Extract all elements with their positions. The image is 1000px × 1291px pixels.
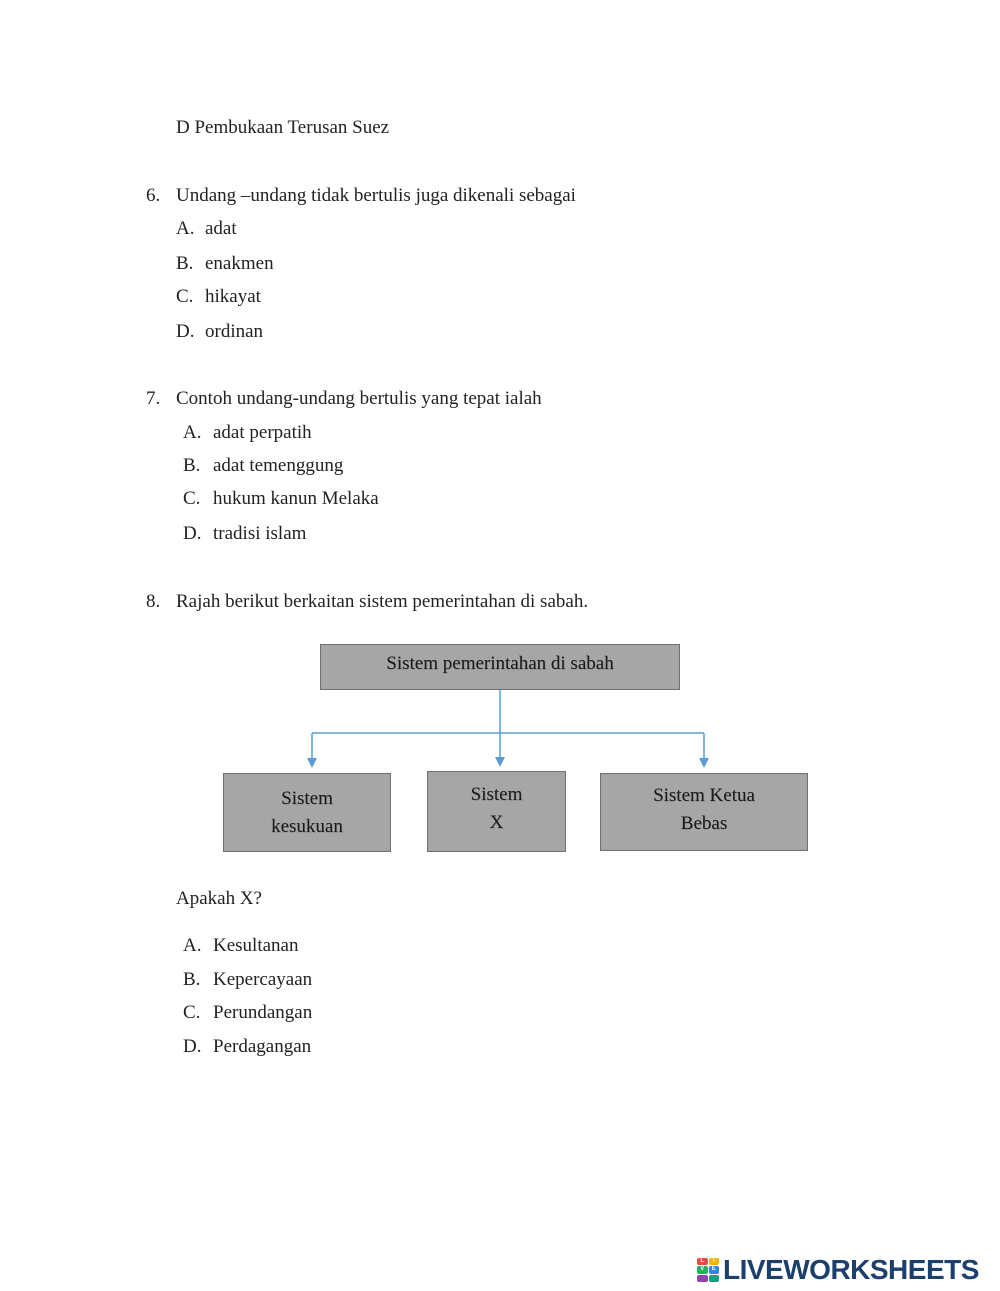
option-letter[interactable]: A. — [183, 935, 202, 956]
option-text[interactable]: Perdagangan — [213, 1036, 312, 1057]
option-letter[interactable]: C. — [183, 1002, 201, 1023]
question-number: 6. — [146, 185, 161, 206]
question-number: 7. — [146, 388, 161, 409]
diagram-child-label: Bebas — [680, 813, 728, 834]
option-letter[interactable]: D. — [183, 523, 202, 544]
diagram-child-label: Sistem Ketua — [653, 785, 755, 806]
option-text[interactable]: hikayat — [205, 286, 261, 307]
diagram-child-box-right: Sistem Ketua Bebas — [600, 773, 808, 851]
option-text[interactable]: enakmen — [205, 253, 274, 274]
option-text[interactable]: adat temenggung — [213, 455, 344, 476]
diagram-child-box-left: Sistem kesukuan — [223, 773, 391, 852]
liveworksheets-logo: L I V E LIVEWORKSHEETS — [697, 1254, 979, 1286]
option-letter[interactable]: A. — [176, 218, 195, 239]
option-text[interactable]: Kepercayaan — [213, 969, 313, 990]
question-text: Rajah berikut berkaitan sistem pemerinta… — [176, 591, 589, 612]
option-letter[interactable]: D. — [183, 1036, 202, 1057]
option-text[interactable]: Kesultanan — [213, 935, 299, 956]
option-letter[interactable]: C. — [183, 488, 201, 509]
logo-text: LIVEWORKSHEETS — [723, 1254, 979, 1285]
option-text[interactable]: ordinan — [205, 321, 264, 342]
previous-option-d: D Pembukaan Terusan Suez — [176, 117, 390, 138]
option-letter[interactable]: B. — [183, 969, 201, 990]
diagram-root-label: Sistem pemerintahan di sabah — [386, 653, 614, 674]
option-letter[interactable]: B. — [176, 253, 194, 274]
question-text: Undang –undang tidak bertulis juga diken… — [176, 185, 576, 206]
option-letter[interactable]: C. — [176, 286, 194, 307]
option-text[interactable]: tradisi islam — [213, 523, 307, 544]
option-text[interactable]: adat perpatih — [213, 422, 312, 443]
diagram-child-box-center: Sistem X — [427, 771, 566, 852]
option-letter[interactable]: B. — [183, 455, 201, 476]
diagram-child-label: kesukuan — [271, 815, 343, 837]
option-letter[interactable]: D. — [176, 321, 195, 342]
option-text[interactable]: adat — [205, 218, 237, 239]
question-text: Contoh undang-undang bertulis yang tepat… — [176, 388, 542, 409]
diagram-child-label: Sistem — [281, 787, 333, 809]
option-text[interactable]: Perundangan — [213, 1002, 313, 1023]
option-letter[interactable]: A. — [183, 422, 202, 443]
diagram-child-label: Sistem — [470, 784, 523, 805]
diagram-root-box: Sistem pemerintahan di sabah — [320, 644, 680, 690]
logo-mark-icon: L I V E — [697, 1258, 719, 1282]
question-number: 8. — [146, 591, 161, 612]
sub-question-text: Apakah X? — [176, 888, 262, 909]
option-text[interactable]: hukum kanun Melaka — [213, 488, 379, 509]
diagram-child-label: X — [489, 812, 504, 833]
